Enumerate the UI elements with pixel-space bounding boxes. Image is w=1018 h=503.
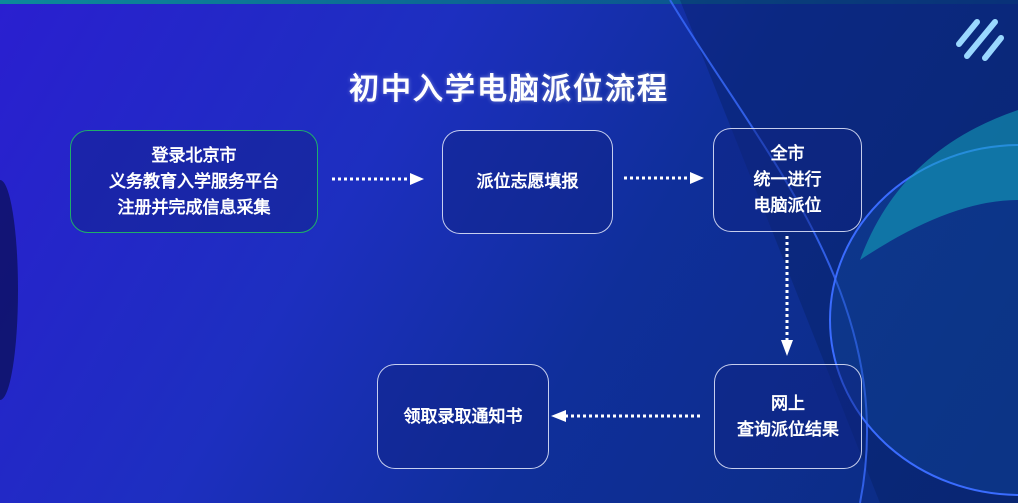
step-text: 领取录取通知书	[403, 406, 523, 427]
step-text: 登录北京市	[151, 145, 237, 166]
step-text: 电脑派位	[753, 196, 822, 216]
step-text: 义务教育入学服务平台	[109, 171, 279, 192]
step-text: 派位志愿填报	[476, 172, 579, 192]
step-register: 登录北京市义务教育入学服务平台注册并完成信息采集	[70, 130, 318, 233]
top-bar	[0, 0, 1018, 4]
step-allocation: 全市统一进行电脑派位	[713, 128, 862, 232]
arrowhead-3	[781, 340, 793, 356]
step-text: 查询派位结果	[737, 419, 839, 440]
step-text: 注册并完成信息采集	[117, 197, 271, 218]
step-text: 网上	[771, 393, 805, 414]
arrowhead-1	[410, 173, 424, 185]
step-text: 统一进行	[753, 170, 822, 190]
step-text: 全市	[770, 144, 805, 164]
step-query-result: 网上查询派位结果	[714, 364, 862, 469]
page-title: 初中入学电脑派位流程	[349, 72, 669, 107]
arrowhead-4	[551, 410, 566, 422]
step-preference: 派位志愿填报	[442, 130, 613, 234]
arrowhead-2	[690, 172, 704, 184]
step-admission-notice: 领取录取通知书	[377, 364, 549, 469]
logo-stripes-icon	[956, 19, 1004, 61]
